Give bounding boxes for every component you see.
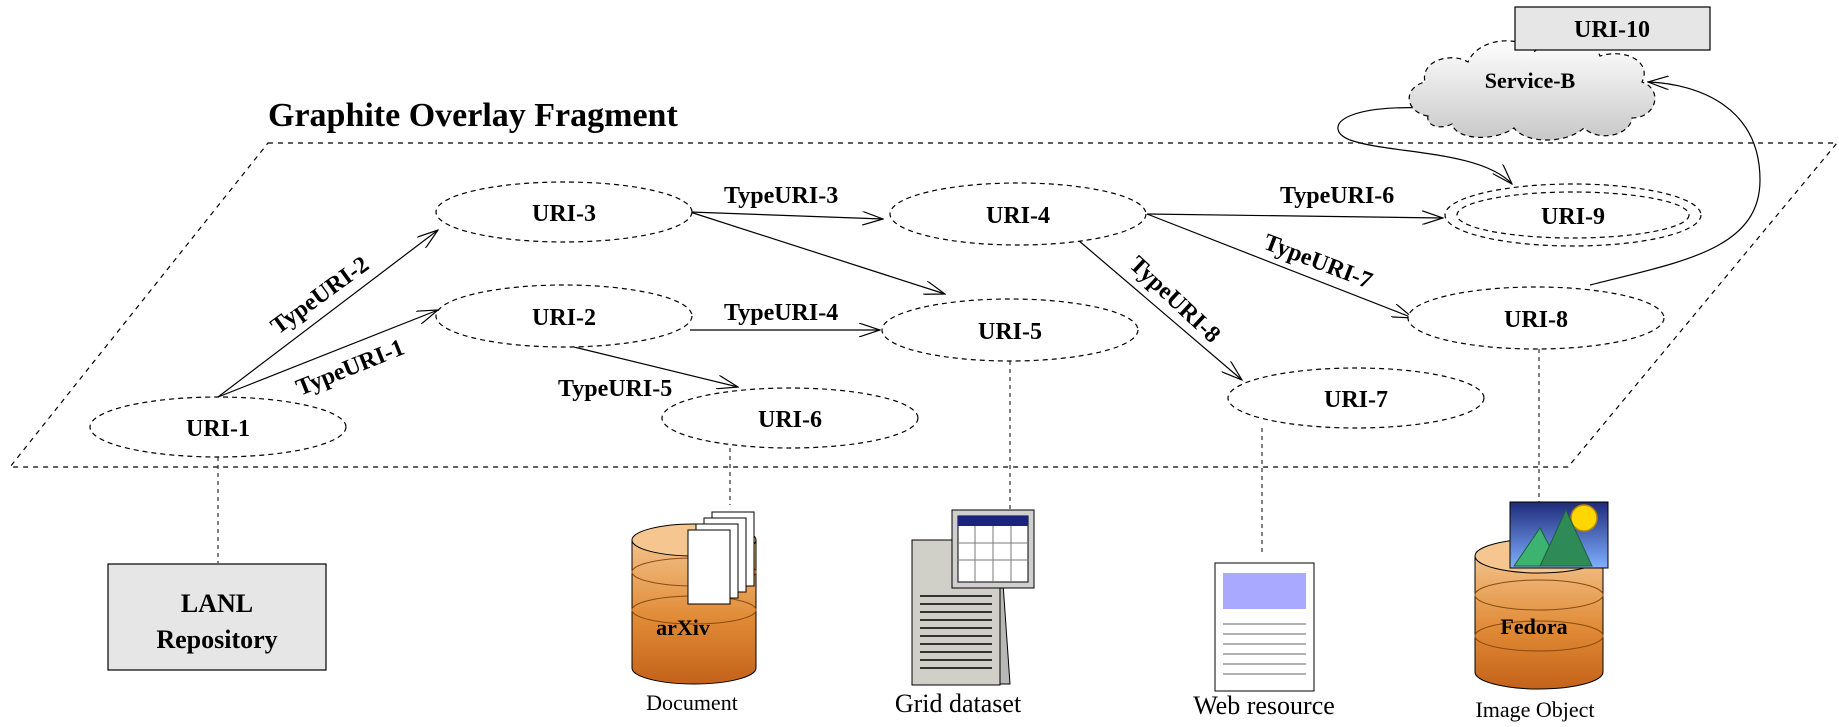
fedora-image-icon: Fedora <box>1474 501 1609 690</box>
edge-uri3-uri4 <box>689 212 883 219</box>
grid-dataset-icon <box>911 509 1035 686</box>
edge-labels: TypeURI-2 TypeURI-1 TypeURI-3 TypeURI-4 … <box>266 183 1394 402</box>
edge-label-typeuri-7: TypeURI-7 <box>1260 229 1376 294</box>
edge-label-typeuri-3: TypeURI-3 <box>724 183 838 209</box>
fedora-label: Fedora <box>1500 614 1567 639</box>
arxiv-label: arXiv <box>656 615 710 640</box>
edge-uri4-uri8 <box>1146 213 1413 318</box>
arxiv-document-icon: arXiv <box>631 511 757 685</box>
resource-connectors <box>217 349 1540 563</box>
grid-dataset-caption: Grid dataset <box>895 689 1022 718</box>
web-resource-icon <box>1214 562 1315 692</box>
edge-uri2-uri6 <box>573 346 738 387</box>
service-b-cloud[interactable]: Service-B <box>1408 39 1656 141</box>
edge-label-typeuri-2: TypeURI-2 <box>266 252 374 340</box>
node-uri-1[interactable]: URI-1 <box>89 396 347 458</box>
node-uri-7[interactable]: URI-7 <box>1227 367 1485 429</box>
edge-uri3-uri5 <box>689 211 945 294</box>
node-uri-6-label: URI-6 <box>758 407 822 433</box>
page-title: Graphite Overlay Fragment <box>268 97 678 134</box>
web-resource-caption: Web resource <box>1193 691 1335 720</box>
node-uri-7-label: URI-7 <box>1324 387 1388 413</box>
uri-10-box[interactable]: URI-10 <box>1514 6 1711 51</box>
node-uri-3[interactable]: URI-3 <box>435 181 693 243</box>
node-uri-4-label: URI-4 <box>986 203 1050 229</box>
node-uri-5[interactable]: URI-5 <box>881 298 1139 362</box>
node-uri-6[interactable]: URI-6 <box>661 387 919 449</box>
edge-uri8-serviceb <box>1589 82 1761 286</box>
node-uri-9[interactable]: URI-9 <box>1444 183 1702 247</box>
edge-label-typeuri-6: TypeURI-6 <box>1280 183 1394 209</box>
edge-uri1-uri2 <box>217 310 438 398</box>
edge-label-typeuri-8: TypeURI-8 <box>1124 251 1225 348</box>
edge-uri4-uri7 <box>1077 239 1242 380</box>
node-uri-1-label: URI-1 <box>186 416 250 442</box>
edge-label-typeuri-4: TypeURI-4 <box>724 300 838 326</box>
node-uri-8[interactable]: URI-8 <box>1407 286 1665 350</box>
lanl-repository-box[interactable]: LANL Repository <box>107 563 327 671</box>
node-uri-9-label: URI-9 <box>1541 204 1605 230</box>
node-uri-5-label: URI-5 <box>978 319 1042 345</box>
edge-uri1-uri3 <box>217 230 438 398</box>
edge-label-typeuri-5: TypeURI-5 <box>558 376 672 402</box>
node-uri-2-label: URI-2 <box>532 305 596 331</box>
node-uri-4[interactable]: URI-4 <box>889 182 1147 246</box>
edge-serviceb-uri9 <box>1337 107 1512 184</box>
uri-10-label: URI-10 <box>1574 17 1650 43</box>
lanl-repository-line2: Repository <box>156 625 277 654</box>
node-uri-8-label: URI-8 <box>1504 307 1568 333</box>
node-uri-2[interactable]: URI-2 <box>435 284 693 348</box>
lanl-repository-line1: LANL <box>181 589 253 618</box>
edge-uri4-uri9 <box>1146 214 1443 218</box>
nodes: URI-1 URI-3 URI-2 URI-4 URI-5 URI-6 URI-… <box>89 181 1702 458</box>
service-b-label: Service-B <box>1485 68 1576 93</box>
document-caption: Document <box>646 690 738 715</box>
node-uri-3-label: URI-3 <box>532 201 596 227</box>
edges <box>217 82 1761 398</box>
overlay-plane <box>8 142 1839 468</box>
image-object-caption: Image Object <box>1475 697 1594 722</box>
